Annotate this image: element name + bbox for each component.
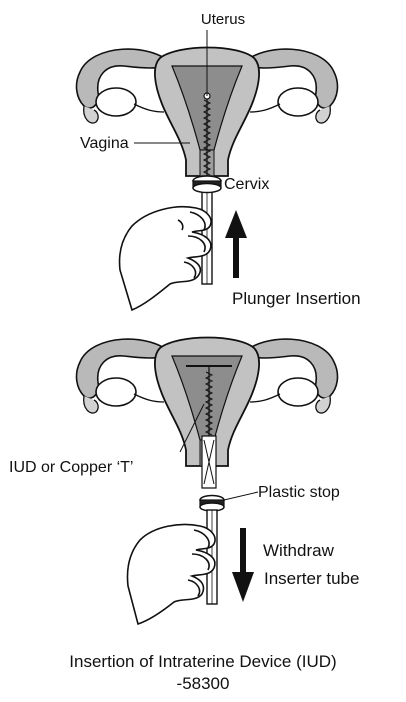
label-plunger-insertion: Plunger Insertion bbox=[232, 289, 361, 308]
label-uterus: Uterus bbox=[201, 11, 245, 28]
stop-leader-line bbox=[224, 492, 258, 500]
figure-caption: Insertion of Intraterine Device (IUD) -5… bbox=[0, 652, 406, 694]
label-cervix: Cervix bbox=[224, 176, 269, 193]
arrow-down-icon bbox=[232, 528, 254, 602]
hand-illustration bbox=[120, 207, 212, 310]
panel-withdraw-inserter: IUD or Copper ‘T’ Plastic stop Withdraw … bbox=[9, 338, 359, 625]
label-vagina: Vagina bbox=[80, 135, 129, 152]
label-inserter-tube: Inserter tube bbox=[264, 569, 359, 588]
caption-number: -58300 bbox=[0, 674, 406, 694]
cervix-stop-ring bbox=[193, 176, 221, 193]
label-iud-copper-t: IUD or Copper ‘T’ bbox=[9, 459, 133, 476]
caption-title: Insertion of Intraterine Device (IUD) bbox=[0, 652, 406, 672]
arrow-up-icon bbox=[225, 210, 247, 278]
label-plastic-stop: Plastic stop bbox=[258, 484, 340, 501]
hand-illustration-2 bbox=[128, 525, 216, 624]
label-withdraw: Withdraw bbox=[263, 541, 335, 560]
panel-plunger-insertion: Uterus Vagina Cervix Plunger Insertion bbox=[77, 11, 361, 310]
plastic-stop-ring bbox=[200, 496, 224, 512]
